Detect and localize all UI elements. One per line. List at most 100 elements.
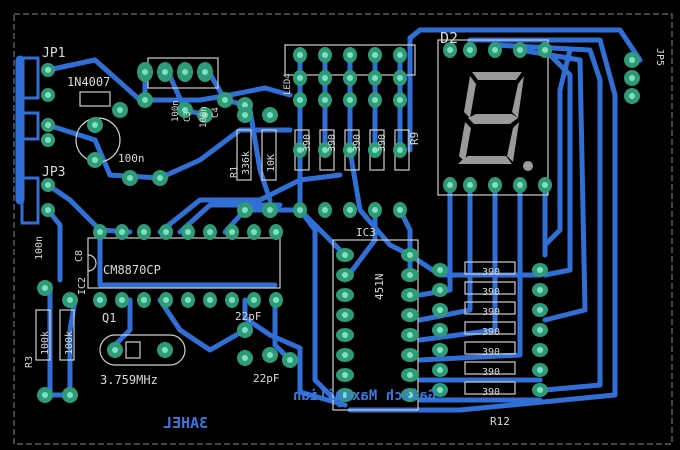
pad-hole — [407, 252, 413, 258]
label-cap-22b: 22pF — [253, 372, 280, 385]
silkscreen-outlines — [35, 39, 549, 411]
pad-hole — [347, 52, 353, 58]
pad-hole — [202, 69, 208, 75]
pad-hole — [202, 112, 208, 118]
pad-hole — [119, 229, 125, 235]
label-crystal: 3.759MHz — [100, 373, 158, 387]
pad-hole — [322, 75, 328, 81]
pad-hole — [372, 207, 378, 213]
pad-hole — [92, 157, 98, 163]
pad-hole — [347, 207, 353, 213]
pad-hole — [347, 97, 353, 103]
r390-right-label: 390 — [482, 287, 500, 298]
pad-hole — [397, 147, 403, 153]
pad-hole — [517, 182, 523, 188]
label-cap-22a: 22pF — [235, 310, 262, 323]
label-r9: R9 — [408, 132, 421, 145]
pad-hole — [437, 287, 443, 293]
pad-hole — [242, 102, 248, 108]
pad-hole — [182, 107, 188, 113]
label-ic2: CM8870CP — [103, 263, 161, 277]
r390-right-label: 390 — [482, 387, 500, 398]
pad-hole — [119, 297, 125, 303]
pad-hole — [437, 327, 443, 333]
signature-name: Gaisch Maximilian — [293, 388, 436, 404]
silkscreen-labels: JP1 JP3 D2 JP5 1N4007 100n 100n C8 CM887… — [24, 29, 665, 428]
pad-hole — [207, 297, 213, 303]
pad-hole — [322, 207, 328, 213]
pad-hole — [45, 92, 51, 98]
pad-hole — [45, 182, 51, 188]
pad-hole — [162, 347, 168, 353]
pad-hole — [45, 122, 51, 128]
label-jp1: JP1 — [42, 46, 65, 61]
pad-hole — [542, 47, 548, 53]
r390-right-label: 390 — [482, 267, 500, 278]
pad-hole — [437, 267, 443, 273]
pad-hole — [117, 107, 123, 113]
pad-hole — [467, 182, 473, 188]
pad-hole — [437, 307, 443, 313]
copper-traces — [15, 27, 643, 413]
pad-hole — [182, 69, 188, 75]
pad-hole — [322, 147, 328, 153]
pad-hole — [185, 229, 191, 235]
pad-hole — [229, 297, 235, 303]
pad-hole — [163, 229, 169, 235]
pad-hole — [407, 332, 413, 338]
pad-hole — [629, 57, 635, 63]
pad-hole — [242, 207, 248, 213]
label-r4-value: 100k — [64, 331, 75, 355]
pad-hole — [242, 355, 248, 361]
pad-hole — [141, 297, 147, 303]
pad-hole — [372, 52, 378, 58]
pad-hole — [322, 52, 328, 58]
pad-hole — [267, 352, 273, 358]
pad-hole — [185, 297, 191, 303]
pad-hole — [342, 392, 348, 398]
pad-hole — [629, 93, 635, 99]
pad-hole — [297, 75, 303, 81]
pad-hole — [45, 207, 51, 213]
label-r3: R3 — [24, 356, 35, 368]
pad-hole — [251, 297, 257, 303]
pad-hole — [342, 272, 348, 278]
pad-hole — [397, 52, 403, 58]
pad-hole — [162, 69, 168, 75]
pad-hole — [407, 372, 413, 378]
pad-hole — [297, 147, 303, 153]
d2-outline — [437, 39, 549, 196]
pad-hole — [42, 392, 48, 398]
pad-hole — [437, 387, 443, 393]
pad-hole — [141, 229, 147, 235]
pad-hole — [407, 392, 413, 398]
pad-hole — [397, 97, 403, 103]
label-r3-value: 100k — [40, 331, 51, 355]
pad-hole — [242, 327, 248, 333]
pad-hole — [407, 272, 413, 278]
pad-hole — [297, 52, 303, 58]
pad-hole — [537, 367, 543, 373]
pad-hole — [142, 97, 148, 103]
signature-class: 3AHEL — [163, 414, 208, 432]
pad-hole — [297, 97, 303, 103]
label-c-top-a: 100n — [171, 100, 181, 122]
pad-hole — [229, 229, 235, 235]
label-q1: Q1 — [102, 311, 116, 325]
pad-hole — [347, 147, 353, 153]
label-r-10k: 10K — [266, 154, 277, 172]
pads-layer — [37, 42, 640, 403]
label-d1: 1N4007 — [67, 75, 110, 89]
pad-hole — [67, 297, 73, 303]
pad-hole — [492, 182, 498, 188]
label-ic3: IC3 — [356, 226, 376, 239]
label-c8: C8 — [74, 250, 85, 262]
pad-hole — [342, 352, 348, 358]
pad-hole — [222, 97, 228, 103]
pad-hole — [372, 97, 378, 103]
pad-hole — [127, 175, 133, 181]
r390-top-label: 390 — [377, 134, 388, 152]
label-c8-value: 100n — [34, 236, 45, 260]
